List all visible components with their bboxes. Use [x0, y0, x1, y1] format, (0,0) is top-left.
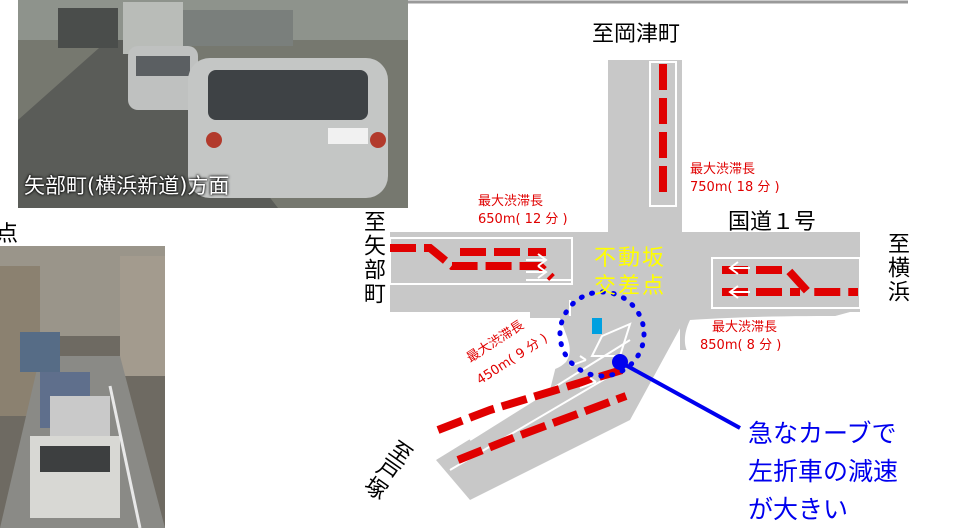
congestion-north-value: 750m( 18 分 )	[690, 180, 780, 195]
traffic-photo-image-2	[0, 246, 165, 528]
cropped-caption-fragment: 点	[0, 222, 19, 247]
congestion-west-title: 最大渋滞長	[478, 194, 544, 209]
arrow-east-1	[728, 261, 750, 275]
queue-southwest-upper	[436, 366, 624, 434]
signal-marker	[592, 318, 602, 334]
arrow-sw-2	[579, 377, 597, 389]
queue-west-outer	[390, 244, 555, 281]
callout-dot	[612, 354, 628, 370]
intersection-map	[389, 0, 908, 500]
queue-east-outer	[722, 266, 858, 296]
label-to-yabecho: 至矢部町	[360, 210, 385, 306]
label-to-okatsu: 至岡津町	[592, 22, 681, 47]
arrow-west-2	[526, 265, 548, 279]
congestion-east-value: 850m( 8 分 )	[700, 338, 782, 353]
traffic-photo-image	[18, 0, 408, 208]
note-line1: 急なカーブで	[748, 419, 897, 448]
intersection-name-line1: 不動坂	[594, 246, 667, 271]
callout-line	[619, 360, 741, 430]
label-route1: 国道１号	[728, 210, 817, 235]
note-line3: が大きい	[748, 495, 849, 524]
arrow-east-2	[728, 285, 750, 299]
photo-caption: 矢部町(横浜新道)方面	[24, 174, 230, 198]
arrow-west-1	[526, 253, 548, 267]
photo-yabecho-direction: 矢部町(横浜新道)方面	[18, 0, 408, 208]
congestion-queues	[390, 64, 858, 464]
intersection-name-line2: 交差点	[594, 274, 667, 299]
congestion-west-value: 650m( 12 分 )	[478, 212, 568, 227]
label-to-yokohama: 至横浜	[884, 232, 909, 304]
note-line2: 左折車の減速	[748, 457, 899, 486]
congestion-north-title: 最大渋滞長	[690, 162, 756, 177]
attention-circle	[557, 289, 647, 379]
congestion-east-title: 最大渋滞長	[712, 320, 778, 335]
photo-intersection-view	[0, 246, 165, 528]
queue-southwest-lower	[456, 392, 628, 464]
intersection-diagram: 至岡津町 国道１号 至矢部町 至横浜 至戸塚 不動坂 交差点 最大渋滞長 750…	[330, 0, 969, 528]
